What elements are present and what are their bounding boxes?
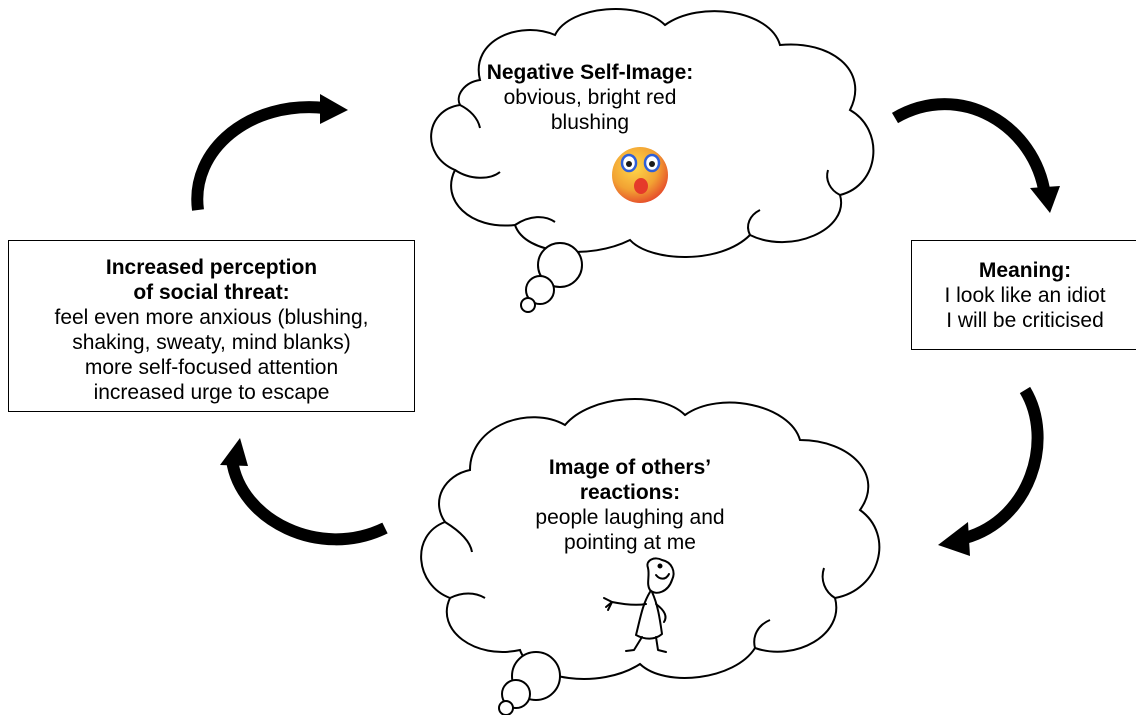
social-threat-line-4: increased urge to escape	[93, 381, 330, 404]
social-threat-title-line-1: Increased perception	[105, 256, 318, 279]
bottom-cloud-trail-bubbles	[498, 651, 561, 715]
meaning-title: Meaning:	[978, 259, 1072, 282]
top-thought-cloud	[430, 8, 875, 258]
others-reactions-title-line-1: Image of others’	[548, 456, 712, 479]
social-threat-box: Increased perception of social threat: f…	[8, 240, 415, 412]
social-threat-line-3: more self-focused attention	[84, 356, 339, 379]
negative-self-image-line-1: obvious, bright red	[503, 86, 677, 109]
meaning-box: Meaning: I look like an idiot I will be …	[911, 240, 1136, 350]
arrow-bottom-to-left	[220, 438, 388, 546]
negative-self-image-node: Negative Self-Image: obvious, bright red…	[470, 60, 710, 135]
bottom-thought-cloud	[420, 398, 881, 680]
negative-self-image-title: Negative Self-Image:	[486, 61, 694, 84]
arrow-top-to-right	[891, 98, 1060, 213]
others-reactions-title-line-2: reactions:	[579, 481, 681, 504]
others-reactions-node: Image of others’ reactions: people laugh…	[500, 455, 760, 555]
pointing-laughing-figure-icon	[603, 557, 675, 653]
social-threat-line-2: shaking, sweaty, mind blanks)	[72, 331, 351, 354]
meaning-line-1: I look like an idiot	[944, 284, 1106, 307]
others-reactions-line-2: pointing at me	[564, 531, 696, 554]
top-cloud-trail-bubbles	[520, 242, 583, 313]
social-threat-line-1: feel even more anxious (blushing,	[54, 306, 369, 329]
arrow-right-to-bottom	[938, 386, 1044, 556]
others-reactions-line-1: people laughing and	[535, 506, 725, 529]
meaning-line-2: I will be criticised	[946, 309, 1104, 332]
social-threat-title-line-2: of social threat:	[133, 281, 290, 304]
blushing-face-icon	[612, 147, 668, 203]
arrow-left-to-top	[191, 94, 348, 211]
negative-self-image-line-2: blushing	[550, 111, 630, 134]
